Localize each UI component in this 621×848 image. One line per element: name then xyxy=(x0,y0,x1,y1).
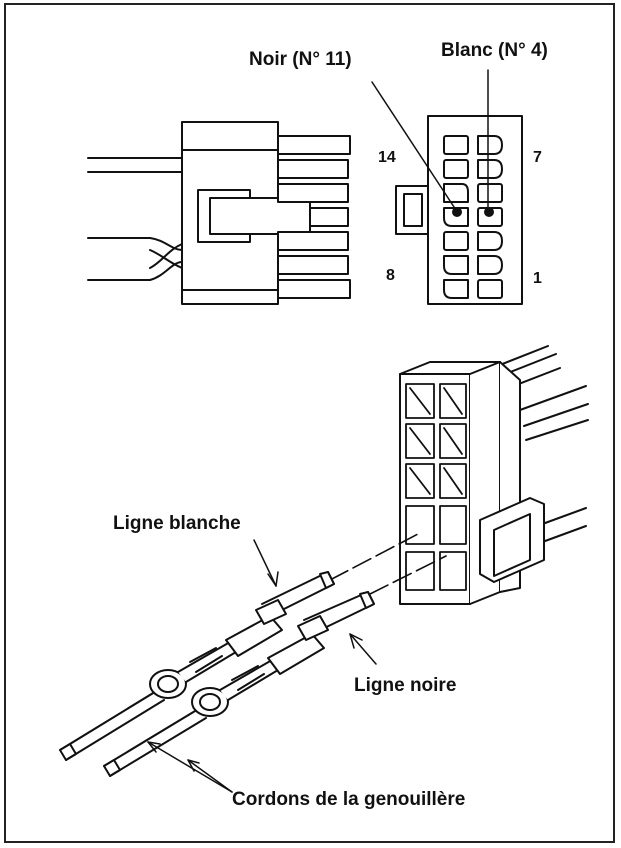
label-white-line: Ligne blanche xyxy=(113,513,241,534)
connector-front-view xyxy=(371,69,523,305)
label-black-pin11: Noir (N° 11) xyxy=(249,49,352,70)
label-knee-cords: Cordons de la genouillère xyxy=(232,789,466,810)
pin-number-8: 8 xyxy=(386,267,395,284)
pin-number-1: 1 xyxy=(533,270,542,287)
connector-perspective xyxy=(329,345,589,605)
label-white-pin4: Blanc (N° 4) xyxy=(441,40,548,61)
terminal-white xyxy=(59,571,335,761)
label-black-line: Ligne noire xyxy=(354,675,457,696)
pin-number-14: 14 xyxy=(378,149,396,166)
connector-side-view xyxy=(87,121,351,305)
pin-number-7: 7 xyxy=(533,149,542,166)
terminal-black xyxy=(103,591,375,777)
leader-arrows xyxy=(147,539,377,793)
